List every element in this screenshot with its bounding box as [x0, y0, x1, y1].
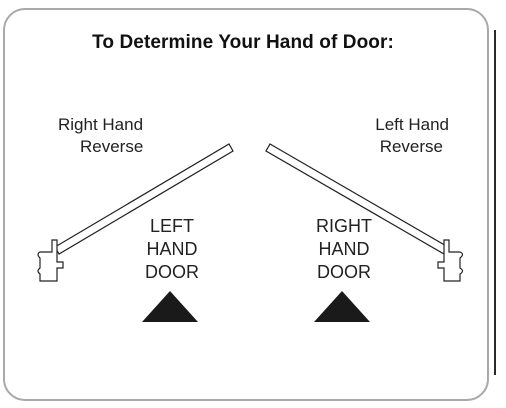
left-reverse-label-line2: Reverse: [80, 137, 144, 156]
diagram-panel: [3, 8, 489, 401]
right-door-frame: [437, 239, 464, 282]
right-reverse-label-line1: Left Hand: [375, 115, 449, 134]
right-reverse-label-line2: Reverse: [379, 137, 443, 156]
left-reverse-label: Right Hand Reverse: [58, 114, 168, 158]
left-door-label-line1: LEFT: [149, 216, 194, 236]
left-door-arrow-icon: [142, 291, 198, 322]
right-door-label-line3: DOOR: [317, 262, 371, 282]
right-reverse-label: Left Hand Reverse: [345, 114, 455, 158]
left-door-frame: [37, 239, 64, 282]
left-reverse-label-line1: Right Hand: [58, 115, 144, 134]
right-door-label-line2: HAND: [318, 239, 370, 259]
left-door-label-line2: HAND: [146, 239, 198, 259]
page-edge-divider: [494, 30, 496, 375]
left-door-label-line3: DOOR: [145, 262, 199, 282]
right-hand-door-label: RIGHT HAND DOOR: [292, 215, 396, 284]
diagram-title: To Determine Your Hand of Door:: [92, 32, 394, 53]
left-hand-door-label: LEFT HAND DOOR: [120, 215, 224, 284]
left-door-leaf: [54, 143, 234, 255]
right-door-label-line1: RIGHT: [316, 216, 372, 236]
right-door-arrow-icon: [314, 291, 370, 322]
